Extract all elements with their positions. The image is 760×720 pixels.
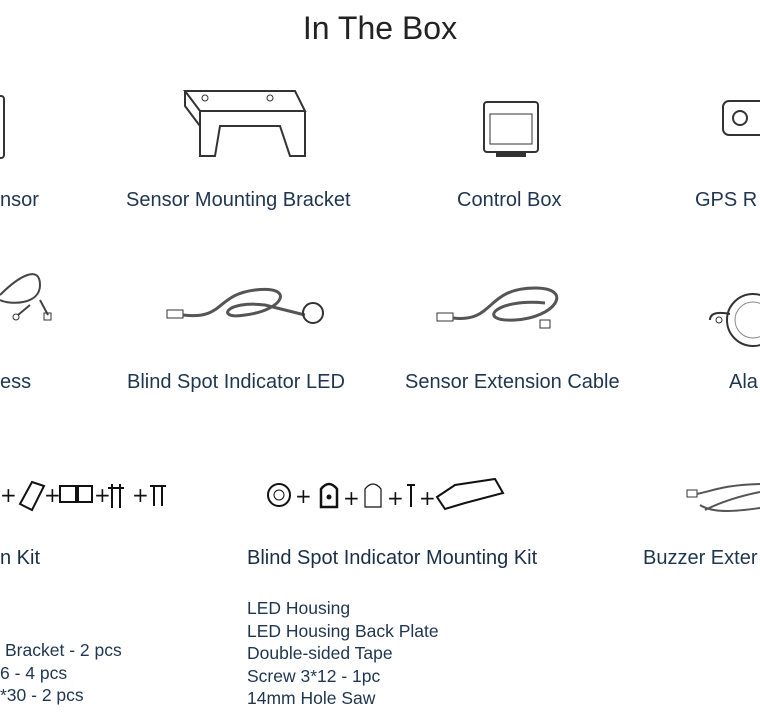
sensor-extension-cable-image [435,278,575,338]
svg-text:+: + [295,484,312,508]
harness-image [0,265,55,325]
item-label-blind-spot-indicator-led: Blind Spot Indicator LED [127,371,345,393]
kit-heading-mounting: n Kit [0,547,41,569]
item-label-sensor-extension-cable: Sensor Extension Cable [405,371,620,393]
buzzer-extension-cable-image [685,480,760,520]
svg-text:+: + [343,486,360,510]
svg-text:+: + [132,483,149,507]
item-label-control-box: Control Box [457,189,562,211]
list-item: Double-sided Tape [247,643,393,663]
page-title: In The Box [302,10,458,46]
item-label-sensor: nsor [0,189,39,211]
list-item: 6 - 4 pcs [0,662,68,683]
gps-receiver-image [720,98,760,138]
item-label-sensor-mounting-bracket: Sensor Mounting Bracket [126,189,351,211]
led-mounting-kit-parts-image: + + + + [265,475,515,515]
kit-heading-blind-spot-indicator: Blind Spot Indicator Mounting Kit [247,547,538,569]
list-item: Bracket - 2 pcs [5,640,122,660]
led-mounting-kit-list: LED Housing LED Housing Back Plate Doubl… [247,597,439,710]
sensor-image [0,95,6,161]
list-item: 14mm Hole Saw [247,688,376,708]
sensor-mounting-bracket-image [180,86,310,161]
list-item: Screw 3*12 - 1pc [247,665,381,686]
svg-text:+: + [387,486,404,510]
alarm-buzzer-image [705,290,760,350]
mounting-kit-list: Bracket - 2 pcs 6 - 4 pcs *30 - 2 pcs [0,639,122,707]
control-box-image [480,98,542,158]
item-label-alarm: Ala [729,371,758,393]
list-item: *30 - 2 pcs [0,685,84,705]
svg-text:+: + [44,483,61,507]
svg-text:+: + [0,483,17,507]
kit-heading-buzzer-extension: Buzzer Exter [643,547,758,569]
blind-spot-led-image [165,275,330,335]
svg-text:+: + [94,483,111,507]
list-item: LED Housing [247,598,351,618]
svg-text:+: + [419,486,436,510]
item-label-gps: GPS R [695,189,758,211]
item-label-harness: ess [0,371,32,393]
list-item: LED Housing Back Plate [247,620,439,641]
mounting-kit-parts-image: + + + + [0,478,180,513]
